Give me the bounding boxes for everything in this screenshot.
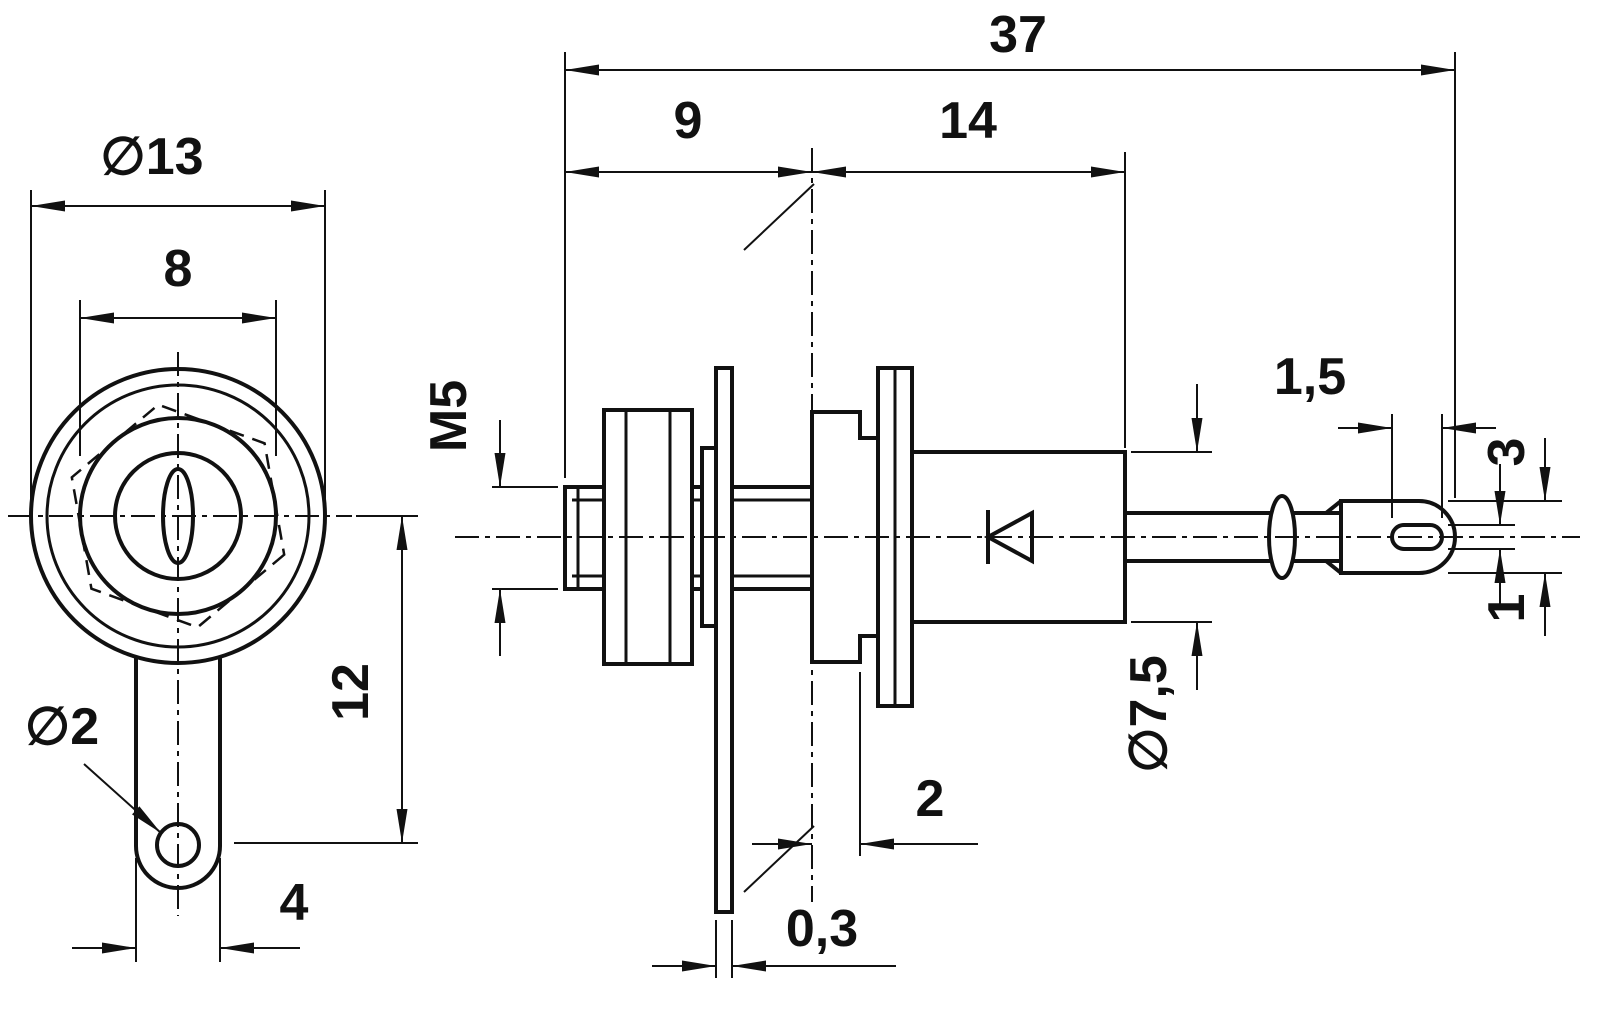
dim-eyelet-height-label: 3 (1478, 438, 1536, 467)
dim-hole-width-label: 1,5 (1274, 348, 1346, 406)
dim-outer-diameter-label: ∅13 (100, 128, 203, 186)
dim-front-length-label: 9 (674, 92, 703, 150)
dim-overall-length: 37 (564, 6, 1456, 498)
solder-lug-side (714, 366, 734, 914)
dim-thread: M5 (420, 380, 558, 656)
eyelet-flare-bottom (1324, 559, 1343, 575)
panel-mark-bottom (743, 825, 815, 893)
dim-step-width: 2 (752, 672, 978, 856)
dim-lug-hole-diameter-label: ∅2 (25, 698, 99, 756)
side-view (563, 366, 1457, 914)
center-lines (8, 148, 1580, 916)
dim-body-diameter-label: ∅7,5 (1120, 655, 1178, 773)
dim-lug-hole-offset-label: 12 (322, 663, 380, 721)
hidden-hex-outline (70, 403, 286, 629)
dim-front-length: 9 (565, 92, 812, 178)
dim-hole-width: 1,5 (1274, 348, 1496, 518)
dim-inner-width: 8 (79, 240, 277, 456)
dim-inner-width-label: 8 (164, 240, 193, 298)
dim-body-length-label: 14 (939, 92, 997, 150)
dim-lug-hole-offset: 12 (234, 515, 418, 844)
dim-lug-thickness: 0,3 (652, 900, 896, 978)
dim-lug-thickness-label: 0,3 (786, 900, 858, 958)
dim-lug-width: 4 (72, 858, 309, 962)
dim-thread-label: M5 (420, 380, 478, 452)
dim-hole-height: 1 (1448, 464, 1536, 622)
dim-lug-hole-diameter: ∅2 (25, 698, 162, 834)
dim-body-diameter: ∅7,5 (1120, 384, 1212, 773)
panel-mark-top (743, 183, 815, 251)
dim-body-length: 14 (812, 92, 1126, 448)
dim-outer-diameter: ∅13 (30, 128, 326, 505)
eyelet-flare-top (1324, 499, 1343, 515)
dim-hole-height-label: 1 (1478, 594, 1536, 623)
dim-overall-length-label: 37 (989, 6, 1047, 64)
dim-lug-width-label: 4 (280, 874, 309, 932)
dim-step-width-label: 2 (916, 770, 945, 828)
